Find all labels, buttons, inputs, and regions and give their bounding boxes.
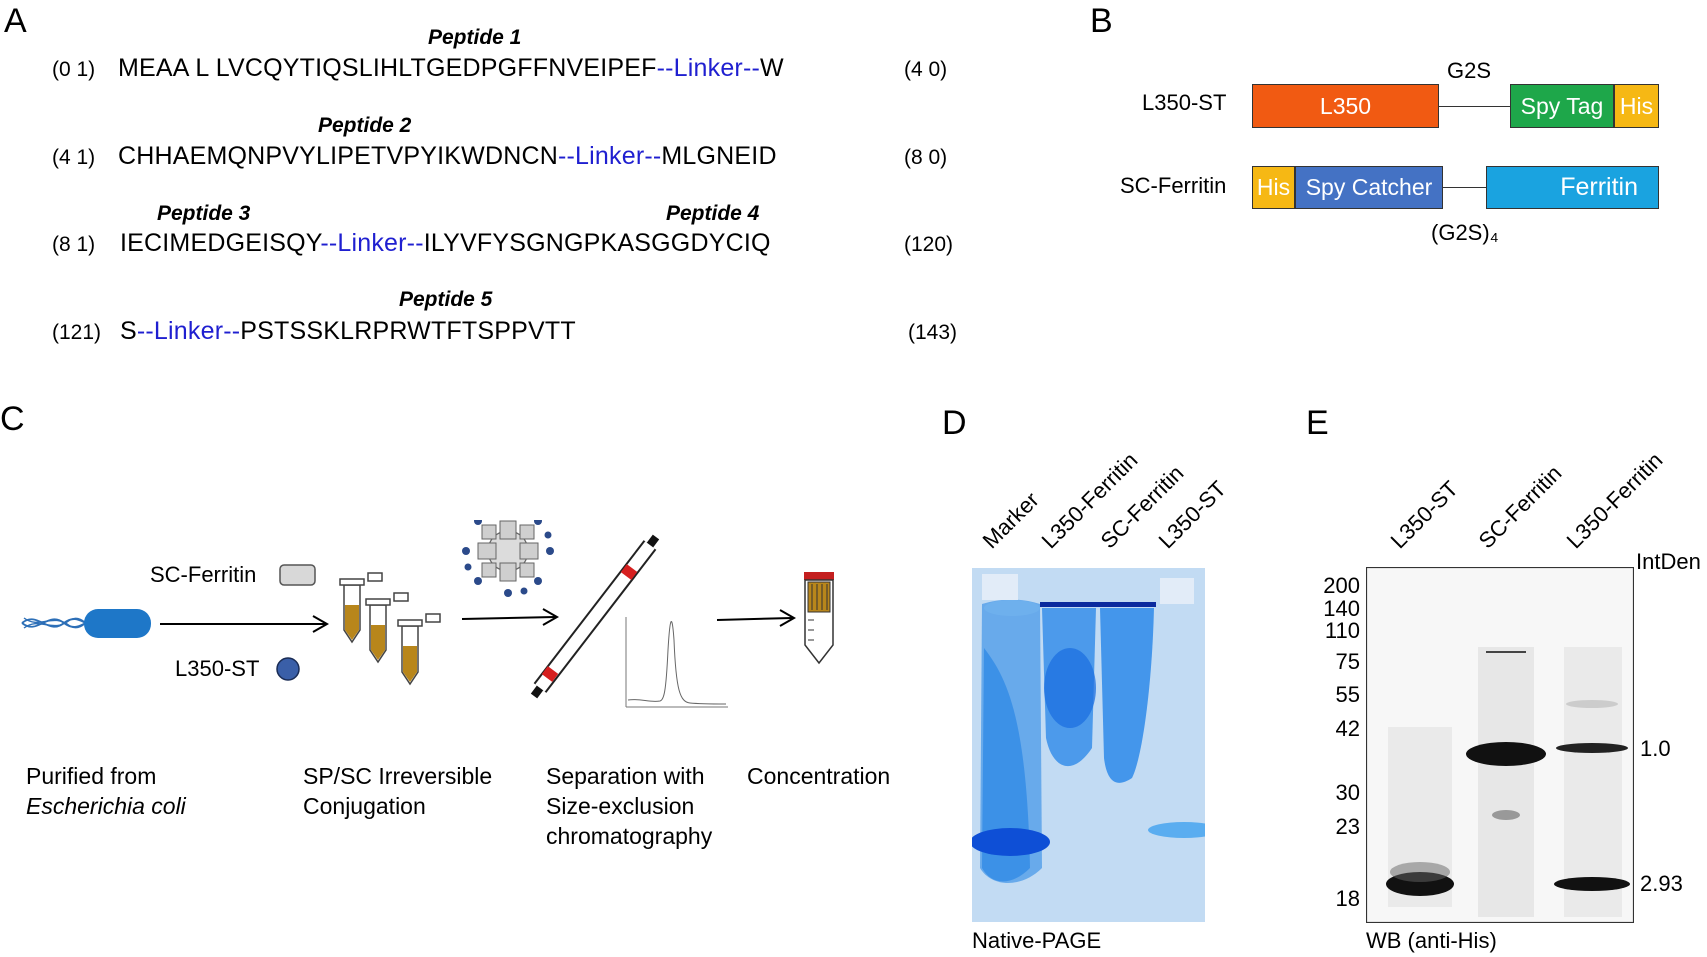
sequence-segment: IECIMEDGEISQY — [120, 229, 321, 257]
mw-marker: 42 — [1335, 716, 1360, 741]
sequence-segment: MLGNEID — [661, 142, 777, 170]
l350-icon — [276, 657, 300, 681]
chromatogram-icon — [625, 617, 728, 708]
mw-marker: 110 — [1324, 618, 1360, 643]
linker-text: --Linker-- — [136, 317, 241, 345]
residue-end: (4 0) — [904, 58, 948, 81]
l350-domain: L350 — [1252, 84, 1439, 128]
native-page-gel — [972, 568, 1205, 922]
step-separation: Separation with Size-exclusion chromatog… — [546, 763, 713, 849]
sequence-segment: CHHAEMQNPVYLIPETVPYIKWDNCN — [118, 142, 558, 170]
mw-marker: 140 — [1323, 596, 1360, 621]
arrow-icon — [461, 608, 560, 626]
linker-line — [1443, 187, 1486, 188]
sequence-segment: ILYVFYSGNGPKASGGDYCIQ — [423, 229, 771, 257]
lane-label: L350-ST — [1385, 475, 1463, 554]
linker-line — [1439, 106, 1510, 107]
his-tag-domain: His — [1614, 84, 1659, 128]
panel-a-letter: A — [4, 2, 27, 40]
panel-c-letter: C — [0, 400, 25, 438]
construct-name: SC-Ferritin — [1120, 173, 1227, 198]
e-coli-icon — [21, 609, 151, 638]
residue-end: (8 0) — [904, 146, 948, 169]
sequence-segment: W — [760, 54, 784, 82]
residue-end: (143) — [908, 321, 958, 344]
sc-ferritin-icon — [279, 564, 316, 586]
concentrator-icon — [804, 572, 834, 665]
intden-value: 1.0 — [1640, 736, 1671, 761]
l350-st-label: L350-ST — [175, 656, 260, 681]
sequence-segment: MEAA L LVCQYTIQSLIHLTGEDPGFFNVEIPEF — [118, 54, 657, 82]
linker-label: (G2S)₄ — [1431, 220, 1499, 245]
mw-marker: 23 — [1335, 814, 1360, 839]
ferritin-domain: Ferritin — [1486, 166, 1659, 209]
residue-start: (8 1) — [52, 233, 96, 256]
linker-text: --Linker-- — [320, 229, 424, 257]
sequence-row-4: S--Linker--PSTSSKLRPRWTFTSPPVTT — [120, 317, 576, 346]
sequence-row-1: MEAA L LVCQYTIQSLIHLTGEDPGFFNVEIPEF--Lin… — [118, 54, 784, 83]
lane-label: L350-Ferritin — [1561, 447, 1668, 554]
panel-b-letter: B — [1090, 2, 1113, 40]
linker-text: --Linker-- — [656, 54, 761, 82]
ferritin-cage-icon — [462, 520, 554, 597]
western-blot — [1366, 567, 1634, 923]
spy-tag-domain: Spy Tag — [1510, 84, 1614, 128]
peptide-label: Peptide 3 — [157, 202, 251, 225]
peptide-label: Peptide 2 — [318, 114, 412, 137]
linker-label: G2S — [1447, 58, 1492, 83]
peptide-label: Peptide 4 — [666, 202, 760, 225]
linker-text: --Linker-- — [558, 142, 662, 170]
residue-end: (120) — [904, 233, 954, 256]
peptide-label: Peptide 1 — [428, 26, 522, 49]
lane-label: Marker — [977, 487, 1044, 554]
sc-ferritin-label: SC-Ferritin — [150, 562, 257, 587]
step-purify: Purified from Escherichia coli — [26, 763, 186, 819]
column-icon — [530, 534, 660, 699]
arrow-icon — [716, 609, 797, 627]
intden-header: IntDen — [1636, 549, 1701, 574]
sequence-segment: S — [120, 317, 137, 345]
tubes-icon — [339, 572, 441, 686]
mw-marker: 30 — [1335, 780, 1360, 805]
mw-marker: 55 — [1335, 682, 1360, 707]
peptide-label: Peptide 5 — [399, 288, 493, 311]
mw-marker: 200 — [1323, 573, 1360, 598]
intden-value: 2.93 — [1640, 871, 1683, 896]
mw-marker: 75 — [1335, 649, 1360, 674]
sequence-segment: PSTSSKLRPRWTFTSPPVTT — [240, 317, 576, 345]
sequence-row-3: IECIMEDGEISQY--Linker--ILYVFYSGNGPKASGGD… — [120, 229, 771, 258]
construct-name: L350-ST — [1142, 90, 1227, 115]
arrow-icon — [160, 615, 330, 633]
sequence-row-2: CHHAEMQNPVYLIPETVPYIKWDNCN--Linker--MLGN… — [118, 142, 777, 171]
step-concentration: Concentration — [747, 763, 891, 789]
spy-catcher-domain: Spy Catcher — [1295, 166, 1443, 209]
gel-caption: Native-PAGE — [972, 928, 1102, 953]
lane-label: SC-Ferritin — [1473, 460, 1567, 554]
step-conjugation: SP/SC Irreversible Conjugation — [303, 763, 493, 819]
blot-caption: WB (anti-His) — [1366, 928, 1497, 953]
panel-d-letter: D — [942, 404, 967, 442]
residue-start: (121) — [52, 321, 102, 344]
mw-marker: 18 — [1335, 886, 1360, 911]
his-tag-domain: His — [1252, 166, 1295, 209]
panel-e-letter: E — [1306, 404, 1329, 442]
workflow-diagram — [21, 520, 834, 708]
residue-start: (4 1) — [52, 146, 96, 169]
residue-start: (0 1) — [52, 58, 96, 81]
